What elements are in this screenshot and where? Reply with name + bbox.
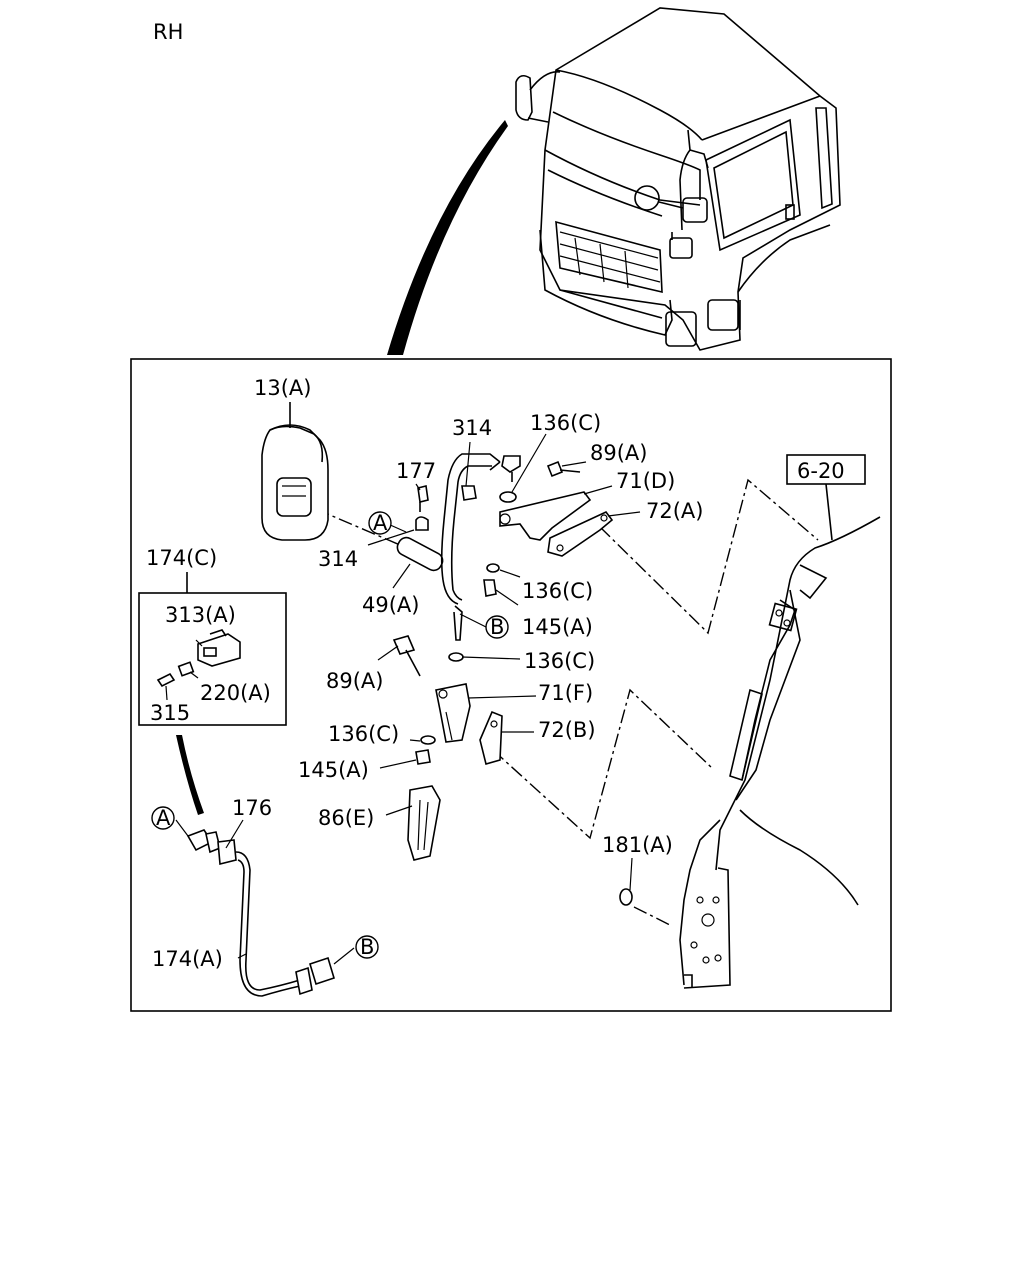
label-71f: 71(F)	[538, 681, 593, 705]
pointer-swoosh	[387, 120, 508, 355]
label-49a: 49(A)	[362, 593, 419, 617]
label-145a-2: 145(A)	[298, 758, 369, 782]
label-136c-1: 136(C)	[530, 411, 601, 435]
parts-subbox	[138, 592, 287, 726]
reference-box-label: 6-20	[797, 459, 845, 483]
label-315: 315	[150, 701, 190, 725]
label-86e: 86(E)	[318, 806, 374, 830]
svg-text:A: A	[373, 511, 388, 535]
mirror-13a	[261, 424, 329, 541]
label-174a: 174(A)	[152, 947, 223, 971]
svg-text:B: B	[360, 935, 374, 959]
label-72b: 72(B)	[538, 718, 596, 742]
label-13a: 13(A)	[254, 376, 311, 400]
side-label: RH	[153, 20, 183, 44]
label-89a-2: 89(A)	[326, 669, 383, 693]
label-136c-3: 136(C)	[524, 649, 595, 673]
reference-box: 6-20	[786, 454, 866, 485]
truck-cab-illustration	[515, 7, 841, 351]
label-71d: 71(D)	[616, 469, 675, 493]
label-136c-4: 136(C)	[328, 722, 399, 746]
callout-a-circle: A	[368, 511, 392, 535]
label-314-left: 314	[318, 547, 358, 571]
label-145a-1: 145(A)	[522, 615, 593, 639]
callout-b-circle: B	[485, 615, 509, 639]
label-177: 177	[396, 459, 436, 483]
label-136c-2: 136(C)	[522, 579, 593, 603]
callout-b-circle: B	[355, 935, 379, 959]
callout-a-circle: A	[151, 806, 175, 830]
svg-text:A: A	[156, 806, 171, 830]
label-314-top: 314	[452, 416, 492, 440]
harness-174a	[186, 829, 335, 997]
cab-pillar	[679, 516, 881, 989]
svg-text:B: B	[490, 615, 504, 639]
label-89a-1: 89(A)	[590, 441, 647, 465]
mirror-stay	[396, 453, 521, 641]
detail-frame	[130, 358, 892, 1012]
label-174c: 174(C)	[146, 546, 217, 570]
label-72a: 72(A)	[646, 499, 703, 523]
label-313a: 313(A)	[165, 603, 236, 627]
label-220a: 220(A)	[200, 681, 271, 705]
label-181a: 181(A)	[602, 833, 673, 857]
label-176: 176	[232, 796, 272, 820]
